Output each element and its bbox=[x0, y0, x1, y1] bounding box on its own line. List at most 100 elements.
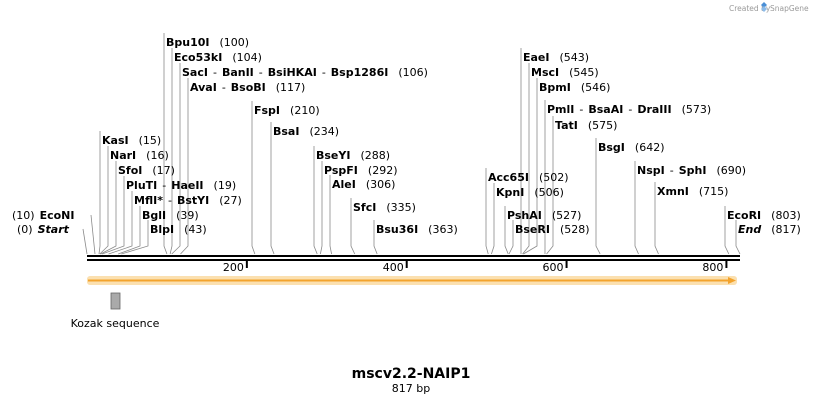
enzyme-label-text: EcoRI(803) bbox=[727, 209, 801, 222]
enzyme-label-part: SacI bbox=[182, 66, 208, 79]
ruler-tick-label: 200 bbox=[223, 261, 244, 274]
site-leader-line bbox=[508, 220, 514, 255]
enzyme-label-part: (527) bbox=[552, 209, 582, 222]
credit-prefix: Created by bbox=[729, 4, 771, 13]
enzyme-label-part: - bbox=[162, 179, 166, 192]
enzyme-label-part: - bbox=[222, 81, 226, 94]
enzyme-label-part: - bbox=[213, 66, 217, 79]
enzyme-labels: (10)EcoNI(0)Start Bpu10I(100) Eco53kI(104)… bbox=[12, 36, 801, 236]
enzyme-label: TatI(575) bbox=[555, 119, 617, 132]
enzyme-label-part: (363) bbox=[428, 223, 458, 236]
enzyme-label-part: (573) bbox=[682, 103, 712, 116]
enzyme-label-part: AleI bbox=[332, 178, 356, 191]
enzyme-label-part: KpnI bbox=[496, 186, 524, 199]
enzyme-label-part: PmlI bbox=[547, 103, 574, 116]
enzyme-label-part: (10) bbox=[12, 209, 35, 222]
enzyme-label: (10)EcoNI bbox=[12, 209, 74, 222]
enzyme-label-text: KpnI (506) bbox=[496, 186, 564, 199]
site-leader-line bbox=[504, 206, 509, 255]
site-leader-line bbox=[270, 122, 275, 255]
enzyme-label-text: NarI(16) bbox=[110, 149, 169, 162]
enzyme-label-text: BsgI(642) bbox=[598, 141, 665, 154]
site-leader-line bbox=[121, 220, 149, 255]
enzyme-label-part: BstYI bbox=[177, 194, 209, 207]
enzyme-label-text: BsaI(234) bbox=[273, 125, 339, 138]
enzyme-label-part: MscI bbox=[531, 66, 559, 79]
enzyme-label-part: (17) bbox=[152, 164, 175, 177]
enzyme-label-text: EaeI(543) bbox=[523, 51, 589, 64]
enzyme-label-part: - bbox=[670, 164, 674, 177]
enzyme-label: PluTI-HaeII(19) bbox=[126, 179, 236, 192]
enzyme-label-text: AleI (306) bbox=[332, 178, 395, 191]
enzyme-label-part: Bsp1286I bbox=[331, 66, 389, 79]
enzyme-label-part: - bbox=[259, 66, 263, 79]
enzyme-label: BsgI(642) bbox=[598, 141, 665, 154]
enzyme-label-text: BlpI(43) bbox=[150, 223, 207, 236]
enzyme-label-part: (545) bbox=[569, 66, 599, 79]
enzyme-label-text: SfoI (17) bbox=[118, 164, 175, 177]
enzyme-label-text: PmlI-BsaAI-DraIII(573) bbox=[547, 103, 711, 116]
enzyme-label: MflI*-BstYI(27) bbox=[134, 194, 242, 207]
enzyme-label-text: TatI(575) bbox=[555, 119, 617, 132]
site-leader-line bbox=[319, 161, 323, 255]
enzyme-label-text: Bpu10I(100) bbox=[166, 36, 249, 49]
orf-arrow-head bbox=[728, 277, 736, 284]
snapgene-credit: Created by SnapGene bbox=[729, 2, 809, 13]
enzyme-label-text: MflI*-BstYI(27) bbox=[134, 194, 242, 207]
site-leader-line bbox=[724, 206, 730, 255]
enzyme-label-part: BsaAI bbox=[588, 103, 623, 116]
enzyme-label-part: (292) bbox=[368, 164, 398, 177]
enzyme-label-text: MscI (545) bbox=[531, 66, 599, 79]
enzyme-label-part: * bbox=[157, 194, 163, 207]
enzyme-label-text: (0)Start bbox=[17, 223, 70, 236]
enzyme-label-part: BglI bbox=[142, 209, 166, 222]
enzyme-label-part: (27) bbox=[219, 194, 242, 207]
enzyme-label: AvaI-BsoBI(117) bbox=[190, 81, 305, 94]
site-leader-line bbox=[634, 161, 639, 255]
site-leader-line bbox=[98, 131, 101, 255]
enzyme-label-text: Acc65I(502) bbox=[488, 171, 569, 184]
enzyme-label-text: AvaI-BsoBI(117) bbox=[190, 81, 305, 94]
enzyme-label: PspFI(292) bbox=[324, 164, 398, 177]
site-leader-line bbox=[595, 138, 601, 255]
enzyme-label-part: PluTI bbox=[126, 179, 157, 192]
enzyme-label-part: MflI bbox=[134, 194, 157, 207]
site-leader-lines bbox=[82, 33, 741, 255]
enzyme-label-text: Eco53kI(104) bbox=[174, 51, 262, 64]
enzyme-label: NarI(16) bbox=[110, 149, 169, 162]
kozak-label: Kozak sequence bbox=[71, 317, 160, 330]
enzyme-label-text: BglI (39) bbox=[142, 209, 199, 222]
orf-arrow bbox=[87, 276, 737, 285]
site-leader-line bbox=[171, 63, 181, 255]
enzyme-label: SfcI(335) bbox=[353, 201, 416, 214]
site-leader-line bbox=[313, 146, 318, 255]
enzyme-label: BglI (39) bbox=[142, 209, 199, 222]
enzyme-label-part: (104) bbox=[232, 51, 262, 64]
enzyme-label-part: AvaI bbox=[190, 81, 217, 94]
enzyme-label-part: TatI bbox=[555, 119, 578, 132]
enzyme-label-part: SfoI bbox=[118, 164, 142, 177]
enzyme-label-part: (543) bbox=[560, 51, 590, 64]
enzyme-label-part: (19) bbox=[214, 179, 237, 192]
enzyme-label-part: SphI bbox=[679, 164, 707, 177]
enzyme-label-part: BseYI bbox=[316, 149, 350, 162]
enzyme-label: PshAI(527) bbox=[507, 209, 581, 222]
enzyme-label-part: XmnI bbox=[657, 185, 689, 198]
enzyme-label-text: (10)EcoNI bbox=[12, 209, 74, 222]
enzyme-label-text: End(817) bbox=[738, 223, 801, 236]
enzyme-label-text: KasI(15) bbox=[102, 134, 161, 147]
enzyme-label-part: (39) bbox=[176, 209, 199, 222]
enzyme-label: SacI-BanII-BsiHKAI-Bsp1286I(106) bbox=[182, 66, 428, 79]
enzyme-label: End(817) bbox=[738, 223, 801, 236]
enzyme-label: XmnI(715) bbox=[657, 185, 728, 198]
enzyme-label-part: (506) bbox=[534, 186, 564, 199]
enzyme-label-part: (306) bbox=[366, 178, 396, 191]
enzyme-label-part: (106) bbox=[398, 66, 428, 79]
site-leader-line bbox=[485, 168, 489, 255]
enzyme-label-part: (210) bbox=[290, 104, 320, 117]
site-leader-line bbox=[99, 146, 109, 255]
ruler-tick-label: 600 bbox=[543, 261, 564, 274]
enzyme-label-text: PspFI(292) bbox=[324, 164, 398, 177]
